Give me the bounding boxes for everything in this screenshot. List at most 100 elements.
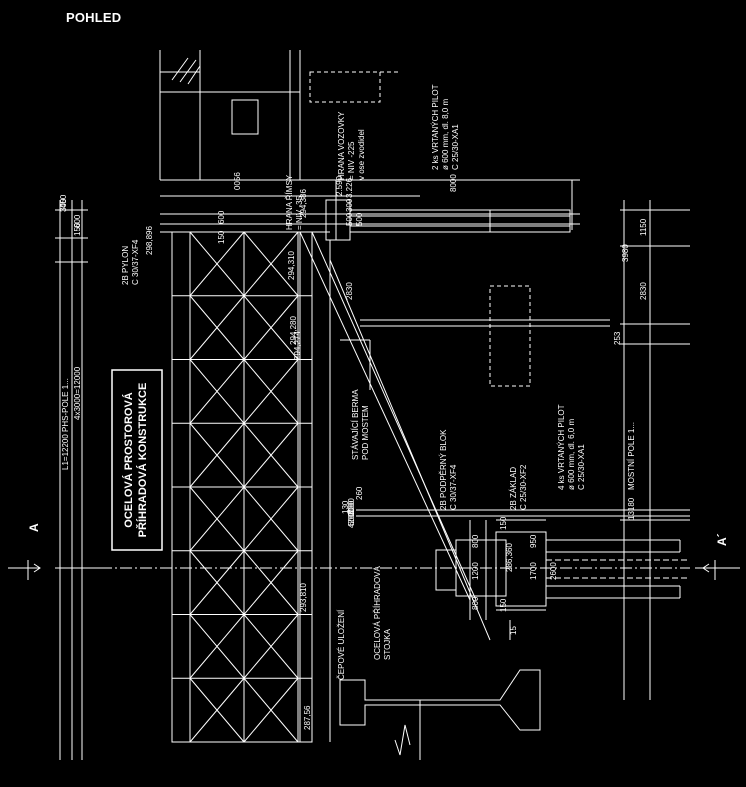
dim-top-6: 8000 bbox=[449, 174, 458, 192]
cepove-label: ČEPOVÉ ULOŽENÍ bbox=[337, 609, 346, 680]
vozovka-label-3: v ose zvodidel bbox=[357, 129, 366, 180]
dim-top-13: 2830 bbox=[345, 282, 354, 300]
dim-top-3: 600 bbox=[73, 214, 82, 228]
dim-top-4: 150 bbox=[217, 230, 226, 244]
berma-label-2: POD MOSTEM bbox=[361, 405, 370, 460]
section-mark-a bbox=[8, 560, 41, 580]
vozovka-label-1: HRANA VOZOVKY bbox=[337, 111, 346, 180]
dim-mid-11: 2600 bbox=[549, 562, 558, 580]
truss-diagonal bbox=[189, 295, 245, 360]
zaklad-label-2: C 25/30-XF2 bbox=[519, 464, 528, 510]
truss-diagonal bbox=[243, 295, 299, 360]
truss-diagonal bbox=[243, 422, 299, 488]
bottom-foundation bbox=[435, 519, 690, 611]
piles-bottom-label-1: 4 ks VRTANÝCH PILOT bbox=[557, 404, 566, 490]
truss-diagonal bbox=[243, 486, 299, 552]
truss-diagonal bbox=[243, 359, 299, 424]
piles-top-label-1: 2 ks VRTANÝCH PILOT bbox=[431, 84, 440, 170]
structure-label-line-2: PŘÍHRADOVÁ KONSTRUKCE bbox=[136, 383, 149, 538]
truss-diagonal bbox=[189, 359, 245, 424]
dim-mid-12: 150 bbox=[499, 516, 508, 530]
piles-bottom-label-3: C 25/30-XA1 bbox=[577, 444, 586, 490]
dim-mid-8: 800 bbox=[471, 596, 480, 610]
level-label-4: 293,810 bbox=[299, 583, 308, 612]
truss-diagonal bbox=[189, 677, 245, 743]
structure-label-box bbox=[111, 369, 163, 551]
structure-label: OCELOVÁ PROSTOROVÁ PŘÍHRADOVÁ KONSTRUKCE bbox=[122, 383, 149, 538]
truss-diagonal bbox=[189, 422, 245, 488]
level-label-3: 294,280 bbox=[289, 316, 298, 345]
dim-mid-9: 950 bbox=[529, 534, 538, 548]
truss-diagonal bbox=[243, 231, 299, 297]
level-label-0: 294,386 bbox=[299, 189, 308, 218]
pylon-label-2: C 30/37-XF4 bbox=[131, 239, 140, 285]
piles-top-label-3: C 25/30-XA1 bbox=[451, 124, 460, 170]
foundation-dimension-ticks bbox=[356, 509, 690, 640]
dim-mid-1: 130 bbox=[341, 500, 350, 514]
truss-diagonal bbox=[243, 677, 299, 743]
dim-mid-3: 2000 bbox=[347, 498, 356, 516]
piles-bottom-label-2: ø 600 mm, dl. 6,0 m bbox=[567, 419, 576, 490]
dim-top-17: 253 bbox=[613, 331, 622, 345]
dim-top-2: 150 bbox=[73, 222, 82, 236]
piles-top-label-2: ø 600 mm, dl. 8,0 m bbox=[441, 99, 450, 170]
dim-top-9: 2.590 bbox=[335, 175, 344, 196]
dim-top-0: 450 bbox=[59, 194, 68, 208]
zaklad-label-1: 2B ZÁKLAD bbox=[509, 467, 518, 510]
rimsa-label-1: HRANA ŘÍMSY bbox=[285, 174, 294, 230]
level-label-1: 294,310 bbox=[287, 251, 296, 280]
top-reference-lines bbox=[160, 179, 690, 521]
pylon-level: 298,896 bbox=[145, 226, 154, 255]
vozovka-label-2: = NIV -225 bbox=[347, 141, 356, 180]
dim-top-10: 300 bbox=[345, 198, 354, 212]
section-letter-a-prime: A´ bbox=[715, 533, 729, 546]
pylon-block bbox=[325, 180, 571, 241]
middle-foundation bbox=[340, 285, 610, 390]
dim-mid-7: 1200 bbox=[471, 562, 480, 580]
level-label-5: 286,360 bbox=[505, 543, 514, 572]
berma-label-1: STÁVAJÍCÍ BERMA bbox=[351, 389, 360, 460]
dim-mid-5: 6000 bbox=[347, 508, 356, 526]
dim-top-12: 500 bbox=[355, 212, 364, 226]
dim-mid-10: 1700 bbox=[529, 562, 538, 580]
section-letter-a: A bbox=[27, 523, 41, 532]
rimsa-label-2: = NIV -35 bbox=[295, 195, 304, 230]
right-dimension-lines bbox=[571, 180, 651, 700]
truss-diagonal bbox=[189, 550, 245, 615]
right-dim-2: 13180 bbox=[627, 497, 636, 520]
page-title: POHLED bbox=[66, 10, 122, 25]
dim-mid-4: 200 bbox=[347, 500, 356, 514]
stojka-label-1: OCELOVÁ PŘÍHRADOVÁ bbox=[373, 566, 382, 660]
level-label-6: 287,56 bbox=[303, 705, 312, 730]
left-dimension-lines bbox=[55, 200, 100, 760]
dim-mid-2: 4200 bbox=[347, 510, 356, 528]
dim-mid-6: 800 bbox=[471, 534, 480, 548]
embankment bbox=[299, 231, 491, 641]
dim-top-11: 500 bbox=[345, 212, 354, 226]
dim-top-16: 2830 bbox=[639, 282, 648, 300]
truss-diagonal bbox=[243, 614, 299, 679]
left-dim-1: L1=12200 PHS-POLE 1... bbox=[61, 378, 70, 470]
podporny-blok-label-1: 2B PODPĚRNÝ BLOK bbox=[439, 429, 448, 510]
truss-diagonal bbox=[189, 614, 245, 679]
right-dim-1: MOSTNÍ POLE 1... bbox=[627, 422, 636, 490]
dim-top-5: 600 bbox=[217, 210, 226, 224]
pylon-label-1: 2B PYLON bbox=[121, 246, 130, 285]
podporny-blok-label-2: C 30/37-XF4 bbox=[449, 464, 458, 510]
structure-label-line-1: OCELOVÁ PROSTOROVÁ bbox=[122, 392, 135, 528]
dim-top-8: 3.226 bbox=[345, 177, 354, 198]
stojka-base bbox=[339, 669, 541, 760]
truss-diagonal bbox=[189, 486, 245, 552]
level-label-2: 294,274 bbox=[293, 331, 302, 360]
truss-diagonal bbox=[243, 550, 299, 615]
left-dim-2: 4x3000=12000 bbox=[73, 366, 82, 420]
dim-top-15: 3980 bbox=[621, 244, 630, 262]
truss-members bbox=[172, 231, 312, 743]
dim-top-14: 1150 bbox=[639, 218, 648, 236]
stojka-label-2: STOJKA bbox=[383, 628, 392, 660]
dim-mid-13: 150 bbox=[499, 598, 508, 612]
